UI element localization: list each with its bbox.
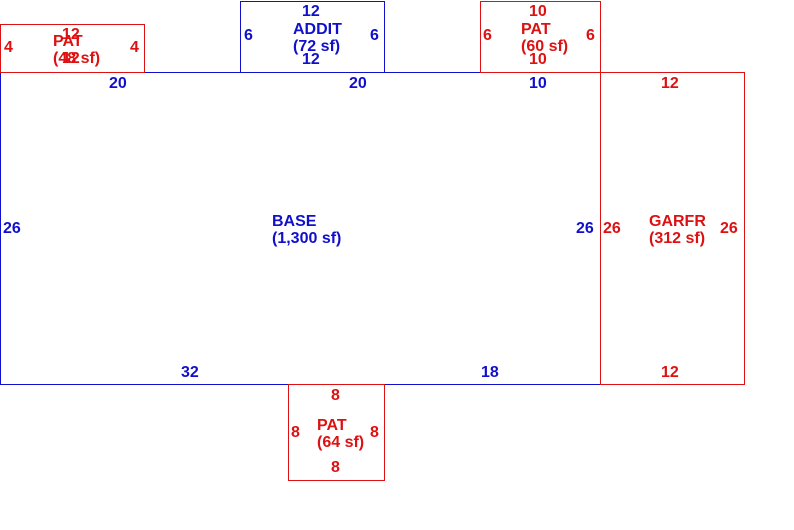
patio-left-area <box>0 24 145 73</box>
addit-size: (72 sf) <box>293 38 341 55</box>
addit-bottom-dim: 12 <box>302 51 320 68</box>
patio-right-left-dim: 6 <box>483 27 492 44</box>
patio-left-name: PAT <box>53 33 83 50</box>
garage-size: (312 sf) <box>649 230 706 247</box>
patio-right-top-dim: 10 <box>529 3 547 20</box>
patio-bottom-size: (64 sf) <box>317 434 365 451</box>
patio-left-bottom-dim: 12 <box>62 50 80 67</box>
base-size: (1,300 sf) <box>272 230 342 247</box>
patio-right-bottom-dim: 10 <box>529 51 547 68</box>
base-top-dim-c: 10 <box>529 75 547 92</box>
patio-right-size: (60 sf) <box>521 38 569 55</box>
patio-bottom-bottom-dim: 8 <box>331 459 340 476</box>
base-top-dim-a: 20 <box>109 75 127 92</box>
addit-top-dim: 12 <box>302 3 320 20</box>
base-left-dim: 26 <box>3 220 21 237</box>
patio-right-name: PAT <box>521 21 551 38</box>
addit-right-dim: 6 <box>370 27 379 44</box>
base-name: BASE <box>272 213 317 230</box>
garage-top-dim: 12 <box>661 75 679 92</box>
garage-right-dim: 26 <box>720 220 738 237</box>
addit-left-dim: 6 <box>244 27 253 44</box>
base-bottom-dim-a: 32 <box>181 364 199 381</box>
patio-bottom-name: PAT <box>317 417 347 434</box>
patio-right-right-dim: 6 <box>586 27 595 44</box>
patio-bottom-top-dim: 8 <box>331 387 340 404</box>
patio-bottom-area <box>288 384 385 481</box>
addit-name: ADDIT <box>293 21 342 38</box>
base-right-dim: 26 <box>576 220 594 237</box>
garage-bottom-dim: 12 <box>661 364 679 381</box>
patio-left-right-dim: 4 <box>130 39 139 56</box>
patio-bottom-right-dim: 8 <box>370 424 379 441</box>
patio-right-area <box>480 1 601 73</box>
garage-left-dim: 26 <box>603 220 621 237</box>
patio-left-size: (48 sf) <box>53 50 101 67</box>
garage-area <box>600 72 745 385</box>
base-top-dim-b: 20 <box>349 75 367 92</box>
patio-bottom-left-dim: 8 <box>291 424 300 441</box>
garage-name: GARFR <box>649 213 706 230</box>
patio-left-left-dim: 4 <box>4 39 13 56</box>
base-bottom-dim-b: 18 <box>481 364 499 381</box>
addit-area <box>240 1 385 73</box>
patio-left-top-dim: 12 <box>62 26 80 43</box>
